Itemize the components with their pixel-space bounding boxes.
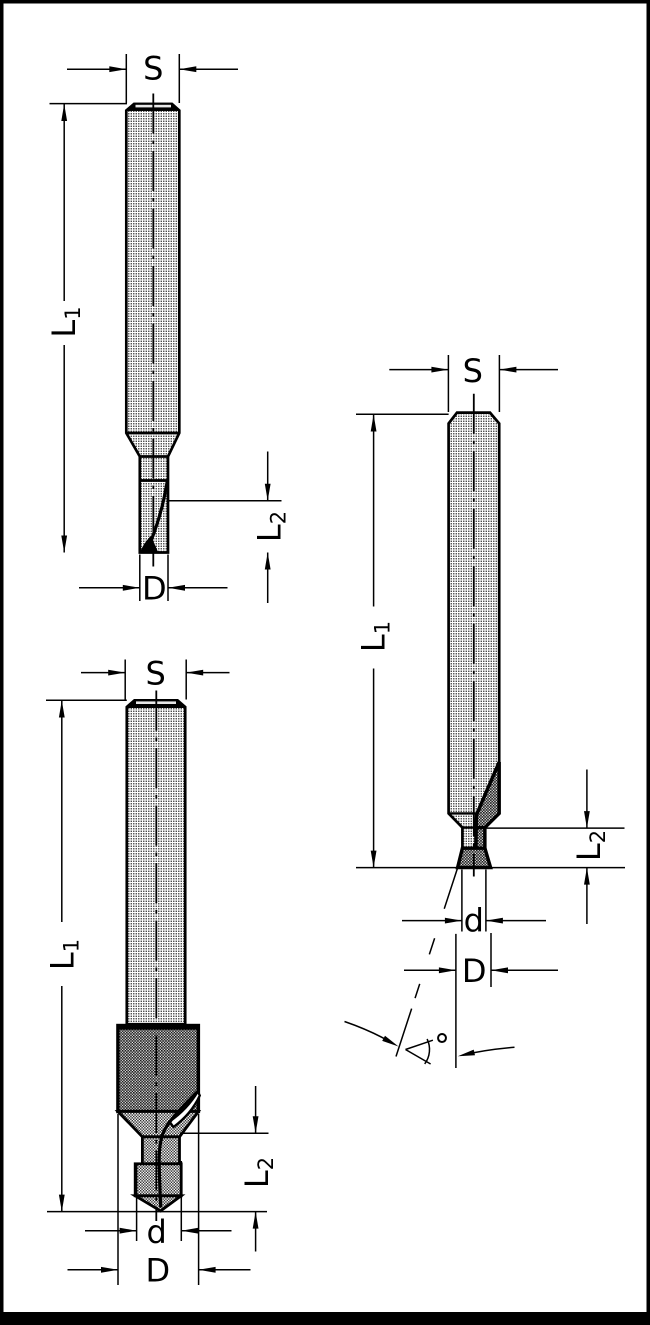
dim-l2-2: L2 bbox=[180, 1086, 278, 1252]
dim-l2-1-arrow-bottom bbox=[264, 552, 271, 570]
dim-l2-2-arrow-bottom bbox=[252, 1211, 259, 1229]
dim-s-3-arrow-right bbox=[499, 366, 517, 373]
countersink-bit-tip-cone bbox=[130, 1194, 186, 1213]
dim-d-minor-2-label: d bbox=[146, 1213, 166, 1251]
page-border-left bbox=[0, 0, 4, 1325]
dim-l1-3-label-sub: 1 bbox=[371, 621, 395, 634]
dim-d-major-3-label: D bbox=[462, 952, 487, 990]
dim-l2-3-label: L2 bbox=[570, 830, 610, 861]
page-border-right bbox=[646, 0, 650, 1325]
dim-l1-3: L1 bbox=[355, 413, 449, 868]
angle-symbol-arc bbox=[424, 1038, 431, 1065]
dim-d-major-1-arrow-right bbox=[168, 584, 185, 591]
dim-l1-2-label-sub: 1 bbox=[59, 939, 83, 952]
dim-l2-3-label-sub: 2 bbox=[586, 830, 610, 843]
dim-l2-1-label: L2 bbox=[251, 511, 291, 542]
dim-l1-1-arrow-top bbox=[61, 104, 68, 121]
dim-l1-2-arrow-top bbox=[58, 700, 65, 718]
dim-l1-2-label-base: L bbox=[43, 952, 81, 970]
dim-d-major-1-label: D bbox=[142, 569, 167, 607]
dim-l1-1-label-sub: 1 bbox=[61, 306, 85, 319]
dim-l1-1-label: L1 bbox=[45, 306, 85, 337]
dim-l1-2: L1 bbox=[43, 699, 127, 1212]
drawing-straight-bit: S L1 L2 D bbox=[45, 50, 291, 608]
dim-l2-3-label-base: L bbox=[570, 843, 608, 861]
dim-s-2-arrow-right bbox=[186, 669, 204, 676]
dim-angle-3-degree-symbol: ° bbox=[434, 1027, 450, 1065]
dim-s-2-label: S bbox=[145, 655, 165, 693]
dim-l1-3-arrow-top bbox=[370, 414, 377, 432]
dim-l2-2-label-base: L bbox=[238, 1170, 276, 1188]
dim-l1-1-label-base: L bbox=[45, 320, 83, 338]
straight-bit-cutting-edge bbox=[139, 535, 159, 554]
dim-s-2: S bbox=[81, 655, 230, 700]
dim-d-major-2: D bbox=[67, 1114, 251, 1289]
dim-s-2-arrow-left bbox=[108, 669, 126, 676]
dim-d-minor-3-label: d bbox=[464, 902, 484, 940]
countersink-bit-head bbox=[116, 1023, 201, 1114]
dim-angle-3-arrow-right bbox=[457, 1049, 475, 1057]
dim-s-3-label: S bbox=[463, 352, 483, 390]
countersink-bit-flute-curve bbox=[157, 1090, 199, 1208]
dim-d-major-3-arrow-left bbox=[438, 967, 456, 974]
dim-d-major-3-arrow-right bbox=[491, 967, 508, 974]
dim-d-major-1: D bbox=[79, 554, 228, 607]
dim-l1-2-label: L1 bbox=[43, 939, 83, 970]
dim-d-minor-2-arrow-left bbox=[119, 1227, 137, 1234]
dim-l2-3-arrow-top bbox=[584, 811, 590, 829]
dim-angle-3-arrow-left bbox=[382, 1035, 399, 1047]
dim-d-minor-3-arrow-right bbox=[485, 917, 503, 924]
dim-d-major-3: D bbox=[404, 933, 558, 1068]
drawing-dovetail-bit: S L1 L2 d D ° bbox=[344, 352, 625, 1068]
dim-s-3: S bbox=[389, 352, 558, 412]
dim-s-1-arrow-right bbox=[179, 66, 197, 73]
dim-l2-3: L2 bbox=[486, 769, 625, 924]
dim-d-minor-3: d bbox=[402, 869, 546, 940]
countersink-bit-head-flute bbox=[167, 1089, 202, 1129]
dim-l1-3-arrow-bottom bbox=[370, 850, 377, 868]
page-border-bottom bbox=[0, 1312, 650, 1325]
dim-l1-2-arrow-bottom bbox=[58, 1194, 65, 1212]
dovetail-bit-flute-curve bbox=[474, 761, 501, 849]
dim-l2-2-label-sub: 2 bbox=[254, 1157, 278, 1170]
dim-d-minor-2: d bbox=[85, 1161, 232, 1251]
dim-s-1-arrow-left bbox=[109, 66, 127, 73]
dim-l1-1-arrow-bottom bbox=[61, 535, 68, 553]
dim-l2-1-label-base: L bbox=[251, 524, 289, 542]
dim-d-major-2-label: D bbox=[145, 1251, 170, 1289]
dim-angle-3-flank-axis bbox=[395, 867, 459, 1057]
dim-l1-3-label-base: L bbox=[355, 634, 393, 652]
dim-s-1-label: S bbox=[143, 50, 163, 88]
dim-l1-3-label: L1 bbox=[355, 621, 395, 652]
dim-l2-2-label: L2 bbox=[238, 1157, 278, 1188]
dim-s-1: S bbox=[67, 50, 238, 103]
dim-d-major-1-arrow-left bbox=[122, 584, 140, 591]
dim-l1-1: L1 bbox=[45, 102, 127, 553]
dim-s-3-arrow-left bbox=[431, 366, 449, 373]
dim-d-minor-3-arrow-left bbox=[444, 917, 462, 924]
dim-d-major-2-arrow-right bbox=[198, 1266, 216, 1273]
dim-d-major-2-arrow-left bbox=[101, 1266, 118, 1273]
dim-angle-3: ° bbox=[344, 867, 515, 1065]
dim-l2-2-arrow-top bbox=[252, 1116, 259, 1134]
angle-symbol-icon bbox=[405, 1038, 434, 1065]
dim-l2-1-label-sub: 2 bbox=[267, 511, 291, 524]
dim-l2-1-arrow-top bbox=[264, 483, 271, 501]
page-border-top bbox=[0, 0, 650, 4]
dim-l2-3-arrow-bottom bbox=[584, 867, 590, 885]
dim-l2-1: L2 bbox=[168, 451, 291, 603]
dim-d-minor-2-arrow-right bbox=[181, 1227, 199, 1234]
drawing-countersink-bit: S L1 L2 d D bbox=[43, 655, 278, 1290]
